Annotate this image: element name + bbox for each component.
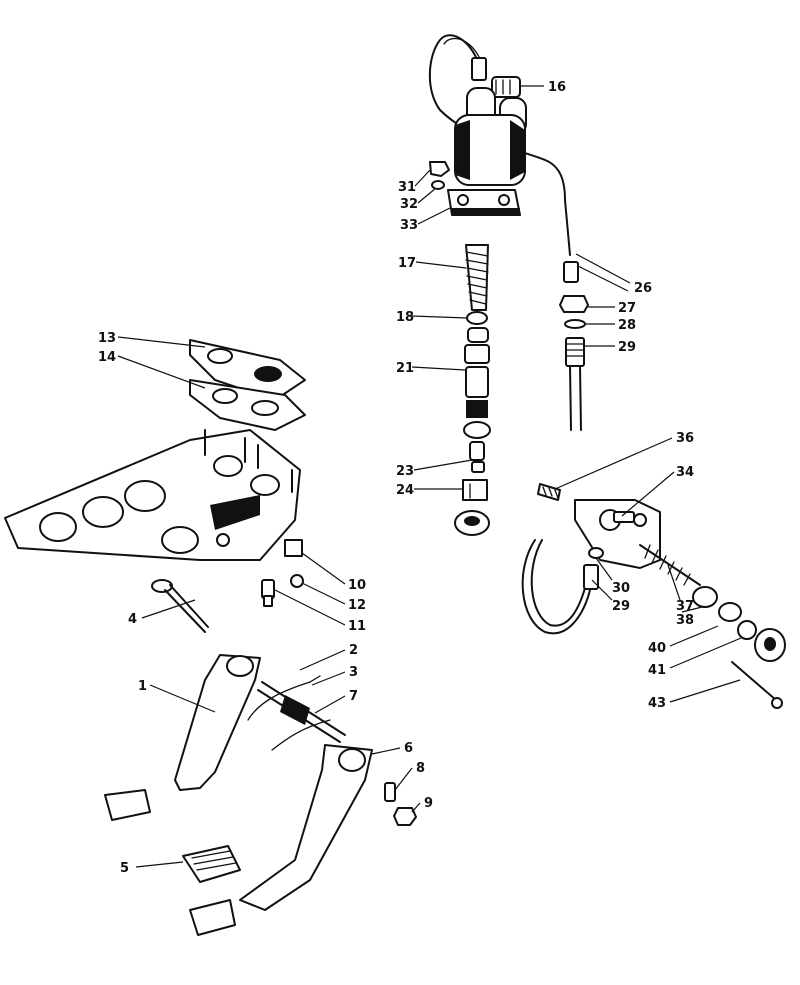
label-2: 2	[349, 643, 358, 658]
label-10: 10	[348, 578, 366, 593]
pipe-union	[559, 261, 589, 431]
pedal-rubber	[182, 845, 241, 883]
label-18: 18	[396, 310, 414, 325]
part-labels: 16 31 32 33 17 18 21 23 24 26 27 28 29 3…	[98, 80, 694, 876]
label-33: 33	[400, 218, 418, 233]
label-34: 34	[676, 465, 694, 480]
label-29-hose: 29	[612, 599, 630, 614]
label-16: 16	[548, 80, 566, 95]
gasket-plates	[189, 339, 306, 431]
pivot-pin	[151, 579, 209, 633]
label-26: 26	[634, 281, 652, 296]
label-12: 12	[348, 598, 366, 613]
label-8: 8	[416, 761, 425, 776]
master-cylinder-assembly	[428, 34, 571, 256]
label-9: 9	[424, 796, 433, 811]
label-21: 21	[396, 361, 414, 376]
label-32: 32	[400, 197, 418, 212]
label-38: 38	[676, 613, 694, 628]
label-40: 40	[648, 641, 666, 656]
pedal-shaft	[247, 675, 346, 751]
label-5: 5	[120, 861, 129, 876]
label-23: 23	[396, 464, 414, 479]
bolt-and-washer	[261, 574, 304, 607]
label-3: 3	[349, 665, 358, 680]
label-4: 4	[128, 612, 137, 627]
label-17: 17	[398, 256, 416, 271]
label-28: 28	[618, 318, 636, 333]
plunger-parts	[454, 311, 491, 536]
label-37: 37	[676, 599, 694, 614]
label-31: 31	[398, 180, 416, 195]
leader-lines	[117, 85, 742, 868]
label-30: 30	[612, 581, 630, 596]
label-24: 24	[396, 483, 414, 498]
pedal-1	[104, 654, 261, 821]
label-11: 11	[348, 619, 366, 634]
pedal-box-bracket	[4, 429, 303, 561]
label-1: 1	[138, 679, 147, 694]
label-41: 41	[648, 663, 666, 678]
label-27: 27	[618, 301, 636, 316]
label-6: 6	[404, 741, 413, 756]
bolt-8-nut-9	[384, 782, 417, 826]
label-36: 36	[676, 431, 694, 446]
label-13: 13	[98, 331, 116, 346]
label-7: 7	[349, 689, 358, 704]
label-14: 14	[98, 350, 116, 365]
pedal-6	[189, 744, 373, 936]
label-43: 43	[648, 696, 666, 711]
spring-17	[465, 244, 489, 311]
label-29-pipe: 29	[618, 340, 636, 355]
